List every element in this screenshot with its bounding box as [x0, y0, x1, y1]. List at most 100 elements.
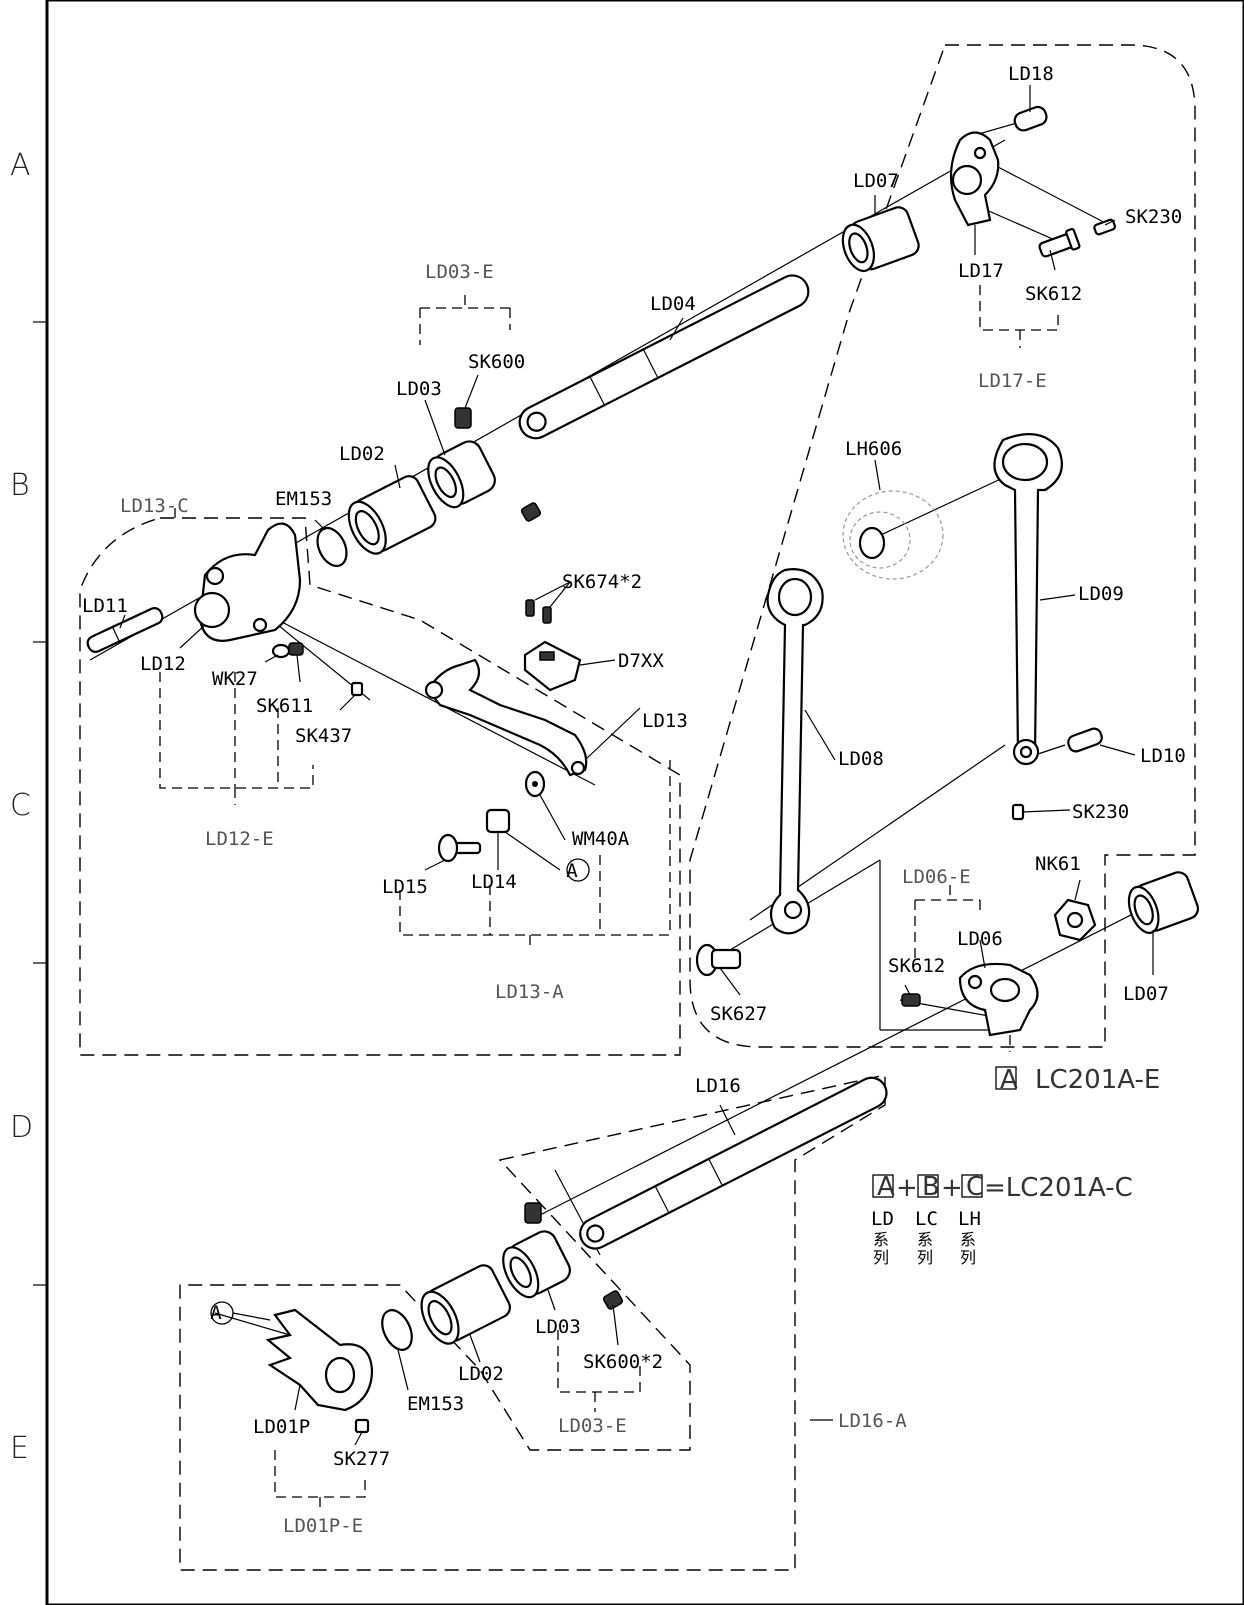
- series-ld: LD: [871, 1208, 894, 1230]
- label-ld02-lower: LD02: [458, 1363, 504, 1385]
- part-ld13: [424, 658, 588, 777]
- part-nk61: [1053, 898, 1097, 942]
- label-circle-a: A: [566, 860, 578, 882]
- part-sk230-top: [1093, 218, 1117, 236]
- label-sk277: SK277: [333, 1448, 390, 1470]
- part-ld07-lower: [1127, 871, 1200, 934]
- label-sk600-2: SK600*2: [583, 1351, 663, 1373]
- part-wm40a: [524, 770, 546, 798]
- label-ld04: LD04: [650, 293, 696, 315]
- label-ld17: LD17: [958, 260, 1004, 282]
- label-sk611: SK611: [256, 695, 313, 717]
- row-letter-e: E: [10, 1431, 29, 1466]
- part-ld03-top: [427, 440, 496, 509]
- eq-box-b-frame: [917, 1174, 939, 1198]
- label-ld01p-e: LD01P-E: [283, 1515, 363, 1537]
- part-sk600: [454, 407, 542, 522]
- group-outline-ld16-a: [179, 1074, 886, 1571]
- part-sk612-lower: [901, 993, 921, 1007]
- leader-lines: [119, 85, 1154, 1446]
- part-ld04-shaft: [518, 274, 810, 440]
- part-ld07-top: [841, 206, 920, 273]
- label-ld02-top: LD02: [339, 443, 385, 465]
- part-sk627: [695, 943, 742, 977]
- series-ld-k2: 列: [873, 1248, 889, 1267]
- part-sk437: [350, 681, 364, 697]
- label-ld06: LD06: [957, 928, 1003, 950]
- label-ld16-a: LD16-A: [838, 1410, 907, 1432]
- drawing-frame: [45, 0, 1244, 1605]
- label-wm40a: WM40A: [572, 828, 630, 850]
- label-ld08: LD08: [838, 748, 884, 770]
- part-sk600-lower: [524, 1202, 624, 1310]
- label-ld01p: LD01P: [253, 1416, 310, 1438]
- eq-box-a-frame: [872, 1174, 894, 1198]
- eq-box-c-frame: [961, 1174, 983, 1198]
- part-em153-lower: [381, 1309, 413, 1351]
- part-ld09: [993, 433, 1063, 766]
- label-sk600: SK600: [468, 351, 525, 373]
- series-lh-k2: 列: [960, 1248, 976, 1267]
- label-ld06-e: LD06-E: [902, 866, 971, 888]
- part-ld03-lower: [502, 1230, 571, 1299]
- label-ld07-lower: LD07: [1123, 983, 1169, 1005]
- eq-box-c: C: [966, 1172, 984, 1202]
- part-ld08: [766, 568, 824, 935]
- label-d7xx: D7XX: [618, 650, 664, 672]
- label-ld11: LD11: [82, 595, 128, 617]
- part-sk674: [525, 599, 552, 624]
- label-ld15: LD15: [382, 876, 428, 898]
- eq-plus-2: +: [941, 1173, 963, 1203]
- row-letter-a: A: [10, 148, 31, 183]
- group-brackets: [159, 285, 1059, 1512]
- part-ld06: [958, 962, 1039, 1037]
- margin-ticks: [33, 321, 47, 1286]
- series-lc-k2: 列: [917, 1248, 933, 1267]
- series-lc-k1: 系: [917, 1230, 933, 1249]
- series-lh: LH: [958, 1208, 981, 1230]
- label-lh606: LH606: [845, 438, 902, 460]
- label-ld03-lower: LD03: [535, 1316, 581, 1338]
- part-lh606: [842, 490, 944, 580]
- part-ld02-lower: [420, 1264, 512, 1345]
- label-em153-lower: EM153: [407, 1393, 464, 1415]
- label-sk627: SK627: [710, 1003, 767, 1025]
- label-ld12: LD12: [140, 653, 186, 675]
- label-ld12-e: LD12-E: [205, 828, 274, 850]
- label-ld14: LD14: [471, 871, 517, 893]
- series-lc: LC: [915, 1208, 938, 1230]
- label-ld03-e-top: LD03-E: [425, 261, 494, 283]
- row-letter-b: B: [10, 468, 30, 503]
- circle-a-marker: [566, 858, 590, 882]
- part-ld02-top: [347, 475, 437, 555]
- label-ld03-top: LD03: [396, 378, 442, 400]
- label-sk230-lower: SK230: [1072, 801, 1129, 823]
- part-ld01p: [265, 1308, 374, 1412]
- part-ld10: [1067, 727, 1103, 753]
- part-d7xx: [523, 640, 582, 692]
- part-wk27: [271, 643, 291, 659]
- box-a-frame: [995, 1066, 1017, 1090]
- label-ld17-e: LD17-E: [978, 370, 1047, 392]
- series-ld-k1: 系: [873, 1230, 889, 1249]
- part-ld15: [437, 833, 482, 863]
- label-nk61: NK61: [1035, 853, 1081, 875]
- label-em153-top: EM153: [275, 488, 332, 510]
- label-sk674: SK674*2: [562, 571, 642, 593]
- label-sk612-lower: SK612: [888, 955, 945, 977]
- part-ld18: [1013, 105, 1048, 132]
- label-sk437: SK437: [295, 725, 352, 747]
- eq-box-a: A: [877, 1172, 895, 1202]
- label-sk612-top: SK612: [1025, 283, 1082, 305]
- part-ld12: [193, 522, 302, 642]
- part-sk230-lower: [1011, 803, 1025, 821]
- label-ld13-a: LD13-A: [495, 981, 564, 1003]
- part-ld14: [485, 808, 511, 834]
- label-ld10: LD10: [1140, 745, 1186, 767]
- eq-box-b: B: [922, 1172, 940, 1202]
- eq-plus-1: +: [896, 1173, 918, 1203]
- part-ld17: [949, 131, 1000, 227]
- label-ld07-top: LD07: [853, 170, 899, 192]
- row-letter-d: D: [10, 1110, 33, 1145]
